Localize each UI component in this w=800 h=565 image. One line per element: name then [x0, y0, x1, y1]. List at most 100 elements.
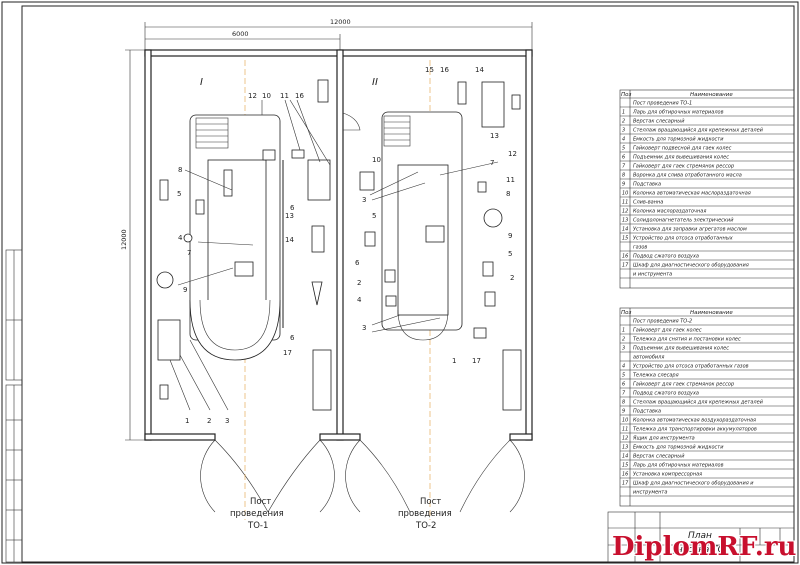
post-1-line3: ТО-1: [247, 521, 268, 531]
label-2b-to2: 2: [510, 274, 514, 282]
label-1-to2: 1: [452, 357, 456, 365]
equip-10-to2: [359, 171, 375, 191]
table-cell-num: 14: [622, 227, 628, 233]
post-2-line3: ТО-2: [415, 521, 436, 531]
table-cell-num: 15: [622, 236, 628, 242]
table-cell-num: 6: [622, 155, 625, 161]
label-10-to2: 10: [372, 156, 381, 164]
equip-11-to2: [477, 181, 487, 193]
table-cell-num: 16: [622, 472, 628, 478]
label-3-to2: 3: [362, 196, 366, 204]
table-cell-name: Подвод сжатого воздуха: [633, 391, 699, 397]
table-cell-name: Стеллаж вращающийся для крепежных детале…: [633, 128, 764, 134]
table-cell-num: 3: [622, 128, 625, 134]
table-cell-num: 5: [622, 373, 625, 379]
table-cell-num: 10: [622, 191, 628, 197]
dim-left-width: 6000: [232, 30, 249, 38]
table-cell-num: 8: [622, 400, 625, 406]
table-cell-name: Солидолонагнетатель электрический: [633, 218, 734, 224]
table-cell-num: 12: [622, 436, 628, 442]
dim-total-width: 12000: [330, 18, 351, 26]
bay-2-numeral: II: [372, 77, 378, 88]
table-cell-name: Ларь для обтирочных материалов: [632, 110, 724, 116]
table-cell-num: 12: [622, 209, 628, 215]
table-header-name: Наименование: [690, 310, 733, 316]
table-cell-name: Гайковерт подвесной для гаек колес: [633, 146, 732, 152]
table-cell-num: 15: [622, 463, 628, 469]
label-11-to1: 11: [280, 92, 289, 100]
label-4-to2: 4: [357, 296, 362, 304]
table-cell-num: 17: [622, 481, 629, 487]
table-cell-name: Шкаф для диагностического оборудования: [633, 263, 749, 269]
table-cell-name: Подъемник для вывешивания колес: [633, 155, 729, 161]
binding-strip: [5, 249, 23, 563]
table-cell-num: 10: [622, 418, 628, 424]
label-12-to2: 12: [508, 150, 517, 158]
label-10-to1: 10: [262, 92, 271, 100]
equipment-to1: [156, 79, 332, 411]
label-14-to2: 14: [475, 66, 484, 74]
equip-2b-to2: [484, 291, 496, 307]
bay-1-numeral: I: [200, 77, 203, 88]
label-11-to2: 11: [506, 176, 515, 184]
label-7-to1: 7: [187, 249, 191, 257]
table-cell-name: Тележка для снятия и постановки колес: [633, 337, 741, 343]
equipment-to2: [359, 81, 522, 411]
equip-8-to2: [483, 208, 503, 228]
equip-14-to2: [481, 81, 505, 128]
title-block: [607, 511, 795, 563]
equip-17-to2: [502, 349, 522, 411]
table-cell-num: 14: [622, 454, 628, 460]
table-cell-num: 9: [622, 409, 625, 415]
equip-1: [159, 384, 169, 400]
table-cell-name: Подъемник для вывешивания колес: [633, 346, 729, 352]
table-cell-num: 3: [622, 346, 625, 352]
inspection-pit-to1: [189, 114, 284, 361]
table-cell-num: 1: [622, 328, 625, 334]
label-13-to1: 13: [285, 212, 294, 220]
table-cell-num: 6: [622, 382, 625, 388]
equip-10: [262, 149, 276, 161]
table-cell-name: Подставка: [633, 182, 661, 188]
table-cell-name: Шкаф для диагностического оборудования и: [633, 481, 754, 487]
table-cell-num: 9: [622, 182, 625, 188]
dimension-lines: [125, 22, 533, 441]
table-cell-name: Устройство для отсоса отработанных: [633, 236, 733, 242]
label-9-to1: 9: [183, 286, 187, 294]
table-cell-num: 7: [622, 164, 626, 170]
label-7-to2: 7: [490, 159, 494, 167]
table-cell-name: Гайковерт для гаек стремянок рессор: [633, 382, 734, 388]
table-cell-num: 11: [622, 427, 628, 433]
table-cell-name: Пост проведения ТО-2: [633, 319, 692, 325]
table-cell-name: Воронка для слива отработанного масла: [633, 173, 742, 179]
table-cell-num: 16: [622, 254, 628, 260]
table-cell-name: и инструмента: [633, 272, 672, 278]
table-cell-name: Установка для заправки агрегатов маслом: [633, 227, 747, 233]
table-cell-name: Тележка слесаря: [633, 373, 679, 379]
table-cell-num: 13: [622, 218, 628, 224]
equip-1a: [157, 319, 181, 361]
label-6b-to1: 6: [290, 334, 295, 342]
inspection-pit-to2: [381, 111, 463, 341]
equip-16: [307, 159, 331, 201]
table-cell-name: Подвод сжатого воздуха: [633, 254, 699, 260]
site-watermark: DiplomRF.ru: [612, 532, 797, 562]
equip-4-to2: [385, 295, 397, 307]
equip-15-to2: [457, 81, 467, 105]
table-cell-name: инструмента: [633, 490, 667, 496]
table-header-name: Наименование: [690, 92, 733, 98]
equip-top: [317, 79, 329, 103]
label-5b-to2: 5: [508, 250, 512, 258]
equip-14: [311, 281, 323, 306]
label-6a-to1: 6: [290, 204, 295, 212]
table-cell-num: 4: [622, 364, 625, 370]
table-cell-name: Верстак слесарный: [633, 119, 685, 125]
table-cell-name: Пост проведения ТО-1: [633, 101, 692, 107]
label-8-to1: 8: [178, 166, 182, 174]
label-6-to2: 6: [355, 259, 360, 267]
table-cell-name: Слив-ванна: [633, 200, 663, 206]
label-4-to1: 4: [178, 234, 183, 242]
